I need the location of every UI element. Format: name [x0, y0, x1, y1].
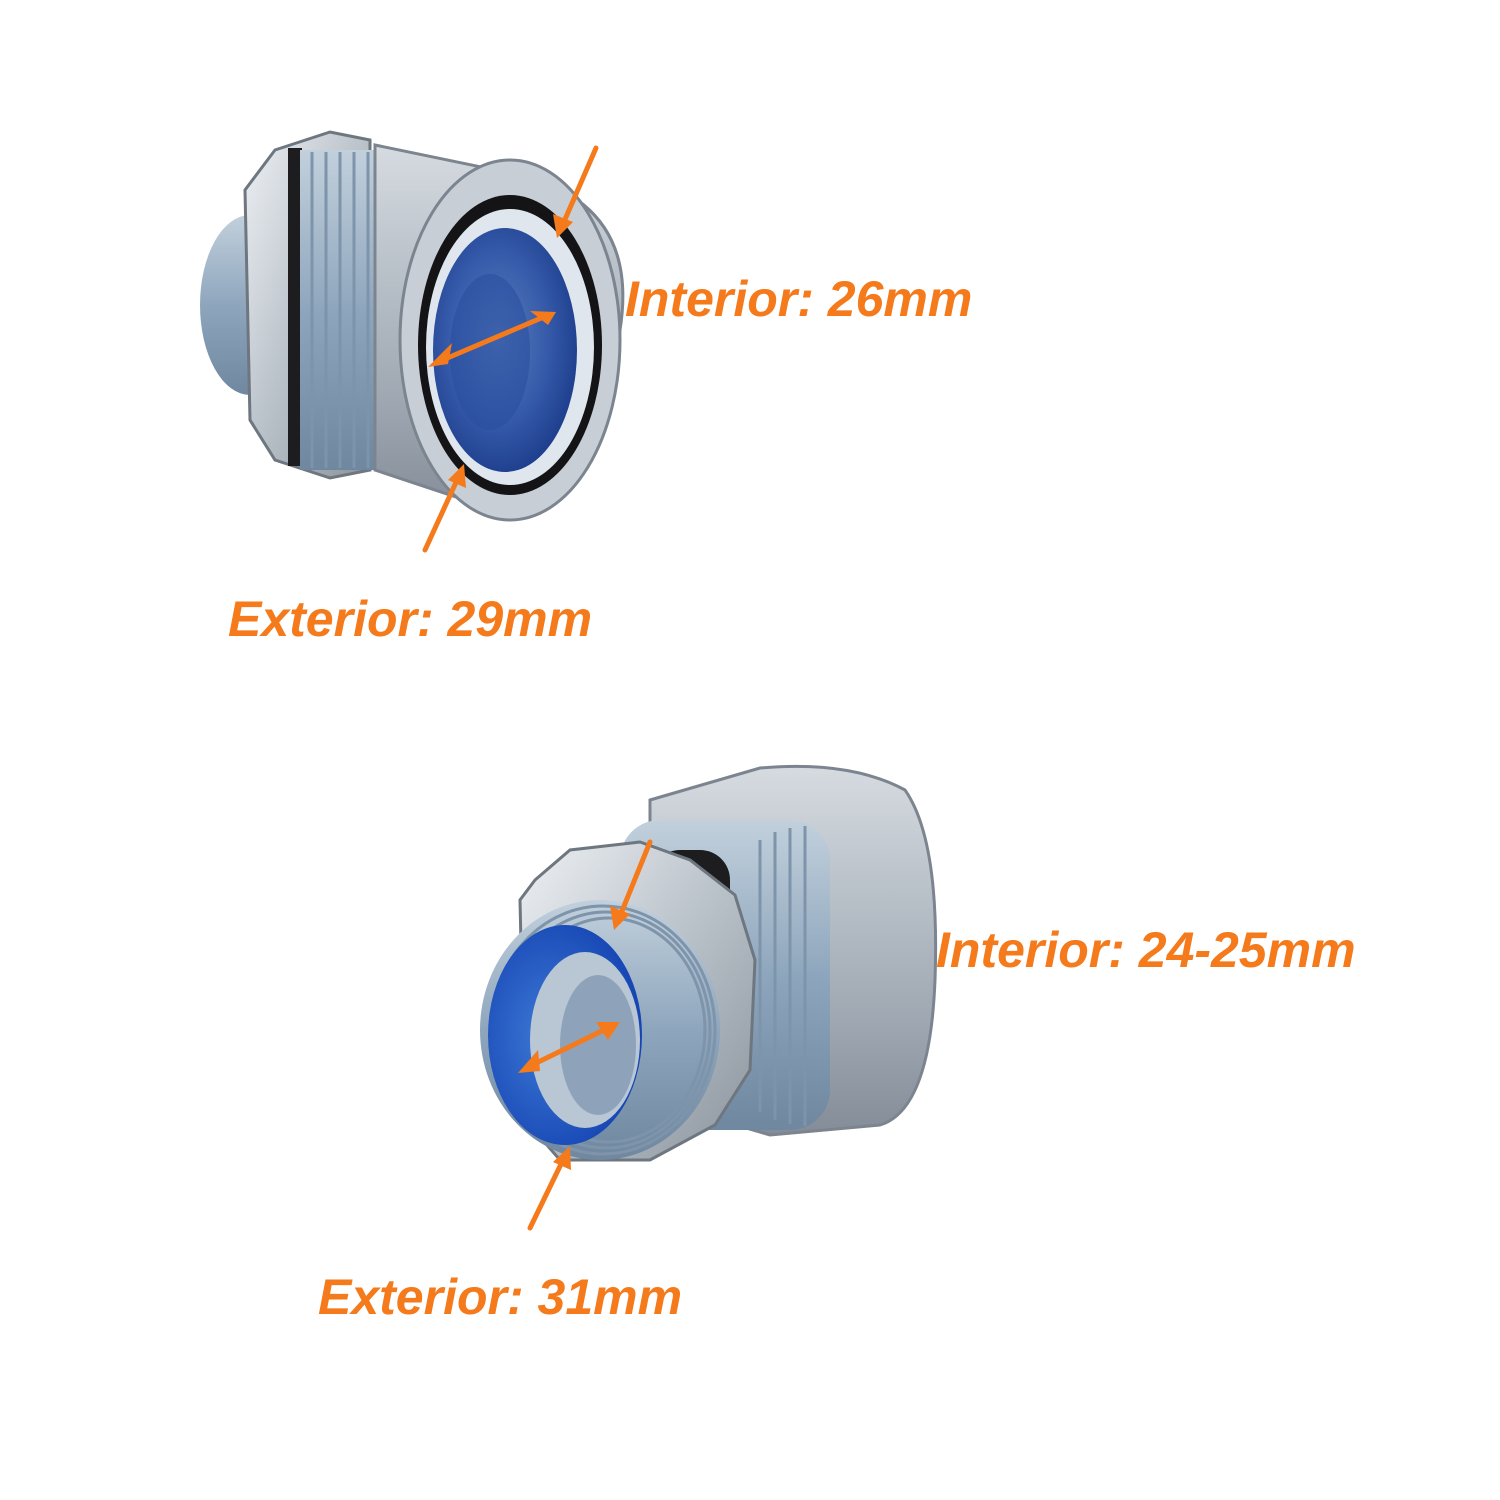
connector-fitting-top	[200, 130, 625, 522]
interior-diameter-label: Interior: 24-25mm	[936, 922, 1356, 978]
connector-fitting-bottom	[480, 764, 938, 1162]
dimension-arrows	[422, 145, 653, 1231]
exterior-diameter-label: Exterior: 29mm	[228, 591, 593, 647]
exterior-diameter-label: Exterior: 31mm	[318, 1269, 683, 1325]
interior-diameter-label: Interior: 26mm	[625, 271, 973, 327]
gasket	[288, 148, 302, 466]
